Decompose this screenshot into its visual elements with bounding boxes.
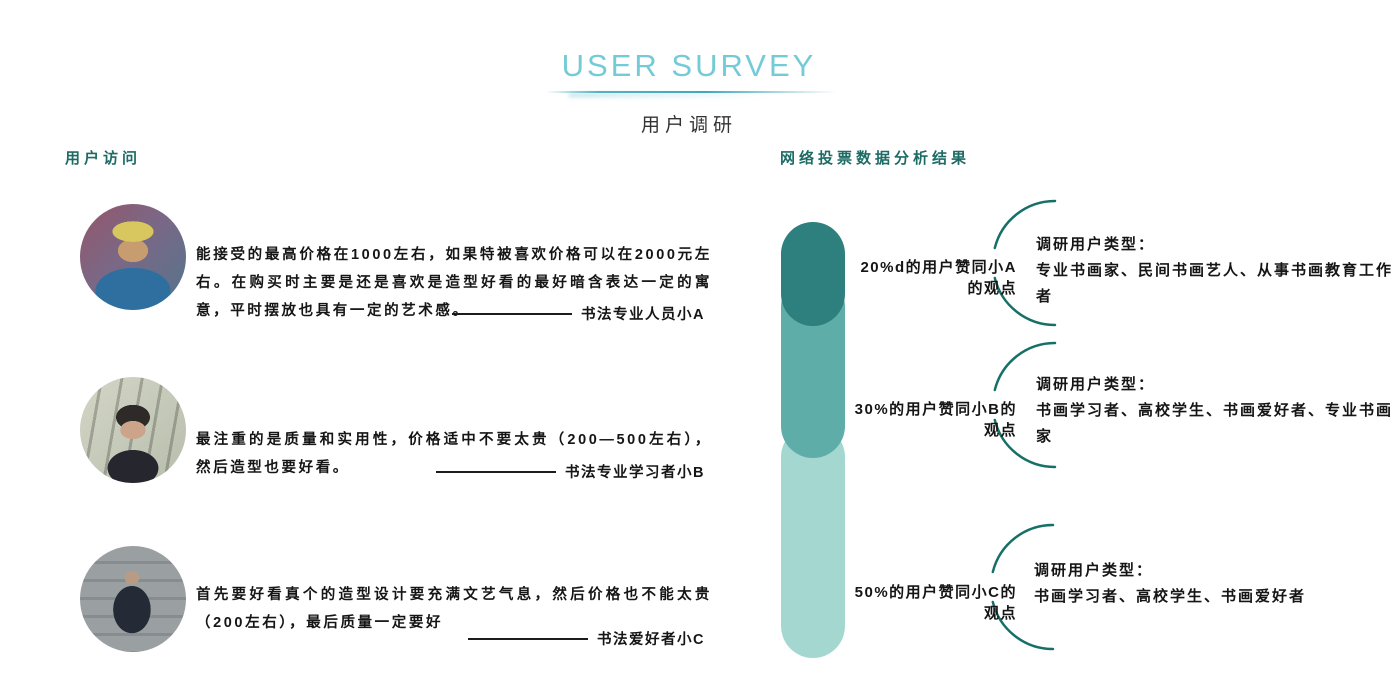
vote-detail-title: 调研用户类型： xyxy=(1034,562,1154,579)
avatar-photo-user-c xyxy=(80,546,186,652)
interview-quote: 首先要好看真个的造型设计要充满文艺气息，然后价格也不能太贵（200左右），最后质… xyxy=(196,587,712,631)
vote-detail: 调研用户类型： 书画学习者、高校学生、书画爱好者 xyxy=(1034,558,1394,610)
interview-attribution: 书法专业学习者小B xyxy=(196,461,705,482)
vote-detail-text: 书画学习者、高校学生、书画爱好者 xyxy=(1034,588,1307,605)
capsule-segment-50pct xyxy=(781,425,845,658)
capsule-segment-20pct xyxy=(781,222,845,326)
attribution-name: 书法专业人员小A xyxy=(581,307,705,323)
vote-detail-text: 专业书画家、民间书画艺人、从事书画教育工作者 xyxy=(1036,262,1394,305)
vote-percent-label: 50%的用户赞同小C的观点 xyxy=(854,584,1017,622)
section-header-vote-results: 网络投票数据分析结果 xyxy=(780,150,971,167)
attribution-dash-line xyxy=(436,470,557,473)
vote-detail-title: 调研用户类型： xyxy=(1036,376,1156,393)
page-subtitle: 用户调研 xyxy=(640,115,737,136)
vote-percent-label: 30%的用户赞同小B的观点 xyxy=(854,401,1017,439)
interview-attribution: 书法专业人员小A xyxy=(196,303,705,324)
page-title: USER SURVEY xyxy=(561,48,817,83)
vote-detail: 调研用户类型： 书画学习者、高校学生、书画爱好者、专业书画家 xyxy=(1036,372,1396,450)
vote-detail-text: 书画学习者、高校学生、书画爱好者、专业书画家 xyxy=(1036,402,1394,445)
avatar-photo-user-b xyxy=(80,377,186,483)
vote-percent-label: 20%d的用户赞同小A的观点 xyxy=(860,259,1017,297)
interview-quote: 最注重的是质量和实用性，价格适中不要太贵（200—500左右），然后造型也要好看… xyxy=(196,432,712,476)
attribution-dash-line xyxy=(452,312,573,315)
section-header-interviews: 用户访问 xyxy=(65,150,142,167)
title-divider xyxy=(546,91,836,93)
attribution-name: 书法爱好者小C xyxy=(597,632,705,648)
vote-detail-title: 调研用户类型： xyxy=(1036,236,1156,253)
interview-quote: 能接受的最高价格在1000左右，如果特被喜欢价格可以在2000元左右。在购买时主… xyxy=(196,247,712,319)
attribution-dash-line xyxy=(468,637,589,640)
interview-attribution: 书法爱好者小C xyxy=(196,628,705,649)
attribution-name: 书法专业学习者小B xyxy=(565,465,705,481)
vote-detail: 调研用户类型： 专业书画家、民间书画艺人、从事书画教育工作者 xyxy=(1036,232,1396,310)
avatar-photo-user-a xyxy=(80,204,186,310)
